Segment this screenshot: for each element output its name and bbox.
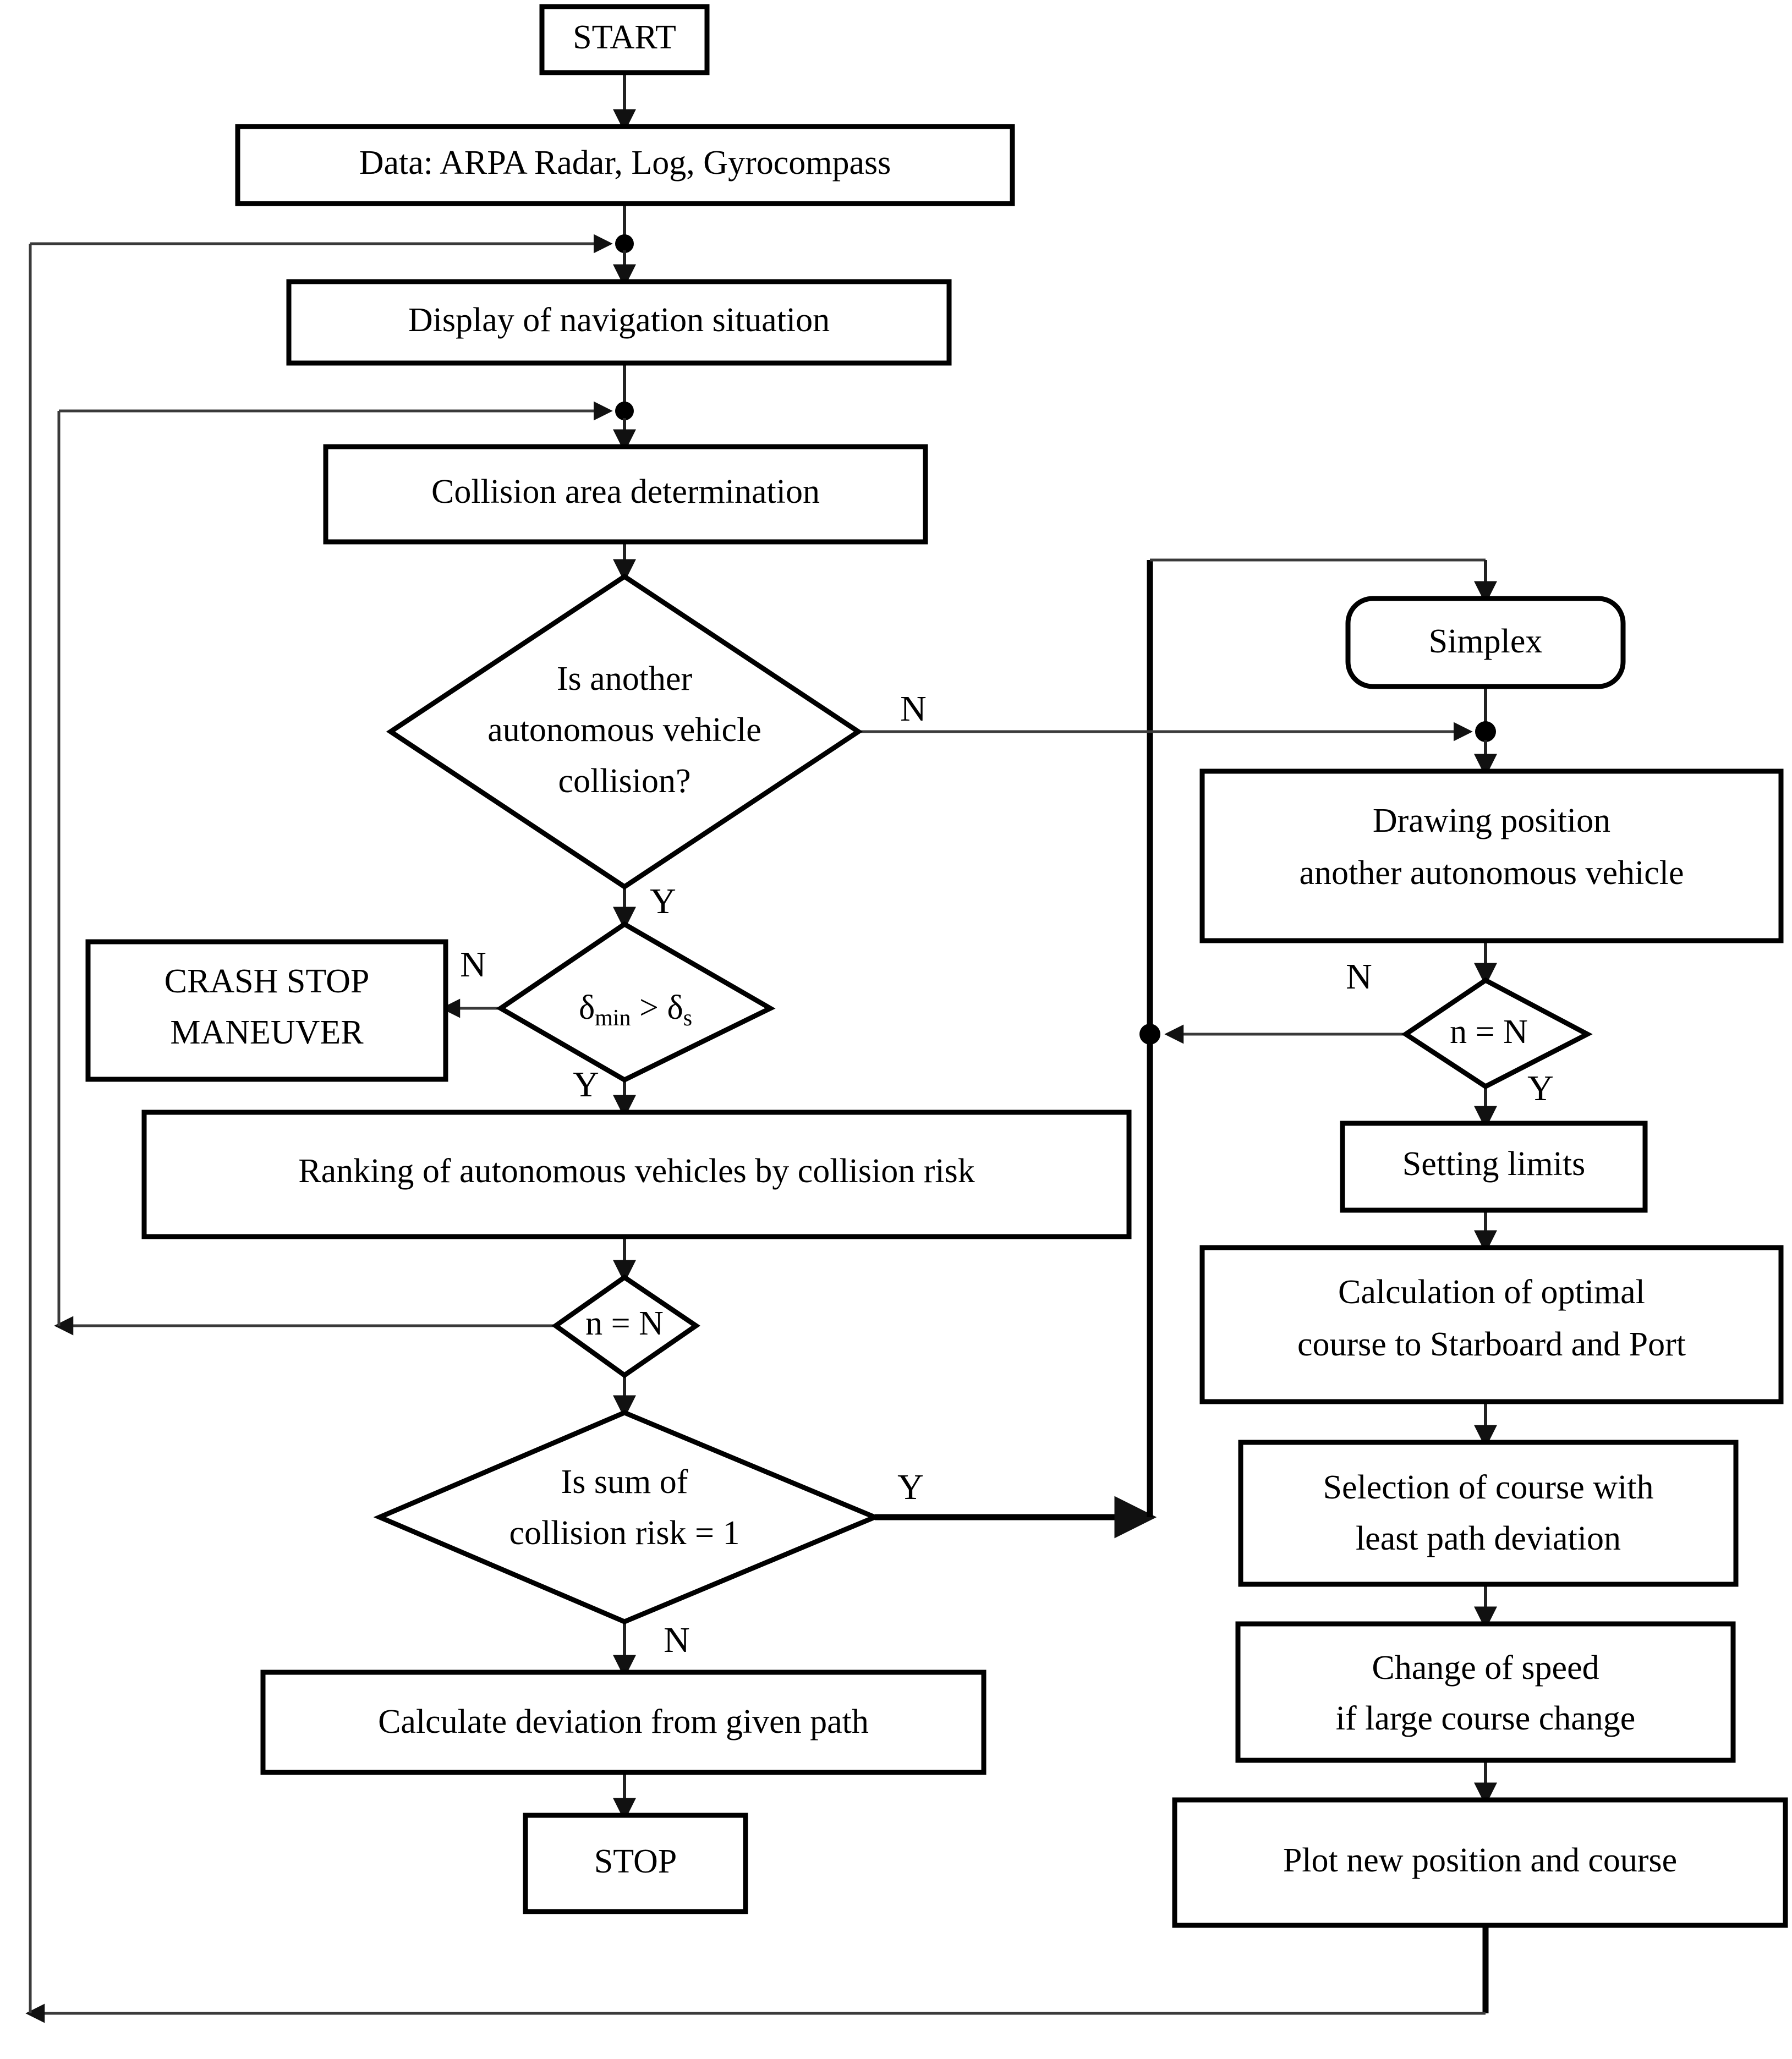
node-simplex[interactable]: Simplex [1345, 596, 1626, 689]
node-display-nav-box[interactable] [286, 279, 952, 366]
node-selection-course-line1: Selection of course with [1323, 1469, 1654, 1506]
node-calc-optimal[interactable]: Calculation of optimal course to Starboa… [1199, 1245, 1784, 1404]
node-data-sources[interactable]: Data: ARPA Radar, Log, Gyrocompass [235, 124, 1015, 206]
node-calc-optimal-line2: course to Starboard and Port [1297, 1326, 1686, 1363]
node-selection-course[interactable]: Selection of course with least path devi… [1238, 1440, 1739, 1587]
node-sum-risk-line2: collision risk = 1 [509, 1514, 739, 1552]
node-plot-new[interactable]: Plot new position and course [1172, 1797, 1788, 1928]
branch-label-delta-yes: Y [573, 1064, 599, 1105]
node-calc-optimal-box[interactable] [1199, 1245, 1784, 1404]
node-crash-stop[interactable]: CRASH STOP MANEUVER [85, 939, 448, 1082]
junction-dot-middle-bus [1139, 1024, 1160, 1045]
node-delta-check[interactable]: δmin > δs [496, 921, 776, 1083]
node-setting-limits-box[interactable] [1340, 1121, 1648, 1213]
node-plot-new-box[interactable] [1172, 1797, 1788, 1928]
node-start[interactable]: START [539, 4, 710, 75]
node-stop-label: STOP [594, 1843, 677, 1880]
node-change-speed-box[interactable] [1235, 1621, 1736, 1763]
node-data-sources-label: Data: ARPA Radar, Log, Gyrocompass [359, 144, 891, 182]
branch-label-collision-no: N [900, 689, 927, 729]
branch-label-delta-no: N [460, 945, 486, 985]
node-ranking[interactable]: Ranking of autonomous vehicles by collis… [141, 1110, 1132, 1239]
node-q1-line3: collision? [558, 762, 691, 800]
node-start-box[interactable] [539, 4, 710, 75]
node-setting-limits[interactable]: Setting limits [1340, 1121, 1648, 1213]
node-delta-check-shape[interactable] [496, 921, 776, 1083]
node-change-speed-line2: if large course change [1336, 1700, 1636, 1737]
branch-label-sum-no: N [664, 1620, 690, 1660]
node-q1-line2: autonomous vehicle [487, 711, 761, 749]
node-simplex-box[interactable] [1345, 596, 1626, 689]
node-drawing-position-box[interactable] [1199, 768, 1784, 943]
node-start-label: START [573, 19, 676, 56]
node-calc-deviation-box[interactable] [260, 1670, 987, 1775]
node-n-eq-N-left-shape[interactable] [551, 1274, 700, 1379]
node-calc-deviation-label: Calculate deviation from given path [378, 1703, 869, 1740]
node-data-sources-box[interactable] [235, 124, 1015, 206]
node-collision-area[interactable]: Collision area determination [323, 444, 928, 545]
branch-label-right-n-yes: Y [1527, 1068, 1554, 1108]
node-calc-deviation[interactable]: Calculate deviation from given path [260, 1670, 987, 1775]
node-display-nav[interactable]: Display of navigation situation [286, 279, 952, 366]
node-stop-box[interactable] [523, 1813, 748, 1914]
node-display-nav-label: Display of navigation situation [408, 301, 830, 339]
node-drawing-position[interactable]: Drawing position another autonomous vehi… [1199, 768, 1784, 943]
branch-label-collision-yes: Y [650, 881, 676, 921]
node-collision-area-label: Collision area determination [431, 473, 820, 510]
node-crash-stop-line2: MANEUVER [170, 1014, 364, 1051]
node-crash-stop-box[interactable] [85, 939, 448, 1082]
node-another-vehicle-collision[interactable]: Is another autonomous vehicle collision? [386, 573, 863, 890]
node-collision-area-box[interactable] [323, 444, 928, 545]
node-calc-optimal-line1: Calculation of optimal [1338, 1273, 1645, 1311]
junction-dot-drawing [1475, 721, 1496, 742]
node-n-eq-N-left[interactable]: n = N [551, 1274, 700, 1379]
node-another-vehicle-collision-shape[interactable] [386, 573, 863, 890]
node-setting-limits-label: Setting limits [1402, 1145, 1585, 1183]
node-selection-course-box[interactable] [1238, 1440, 1739, 1587]
node-drawing-position-line1: Drawing position [1373, 802, 1610, 839]
node-change-speed-line1: Change of speed [1372, 1649, 1599, 1687]
node-plot-new-label: Plot new position and course [1283, 1842, 1677, 1879]
junction-dot-collision [615, 402, 634, 420]
node-delta-check-label: δmin > δs [579, 989, 692, 1030]
node-change-speed[interactable]: Change of speed if large course change [1235, 1621, 1736, 1763]
branch-label-right-n-no: N [1346, 957, 1372, 997]
junction-dot-display [615, 234, 634, 253]
node-ranking-label: Ranking of autonomous vehicles by collis… [298, 1152, 975, 1190]
node-drawing-position-line2: another autonomous vehicle [1299, 854, 1684, 892]
branch-label-sum-yes: Y [897, 1467, 924, 1507]
node-n-eq-N-left-label: n = N [585, 1305, 664, 1342]
node-n-eq-N-right-label: n = N [1450, 1013, 1528, 1051]
node-sum-risk-shape[interactable] [373, 1410, 881, 1624]
node-n-eq-N-right[interactable]: n = N [1401, 977, 1593, 1090]
node-ranking-box[interactable] [141, 1110, 1132, 1239]
node-n-eq-N-right-shape[interactable] [1401, 977, 1593, 1090]
node-stop[interactable]: STOP [523, 1813, 748, 1914]
node-crash-stop-line1: CRASH STOP [165, 963, 370, 1000]
node-q1-line1: Is another [557, 660, 693, 698]
node-sum-risk-line1: Is sum of [561, 1463, 688, 1501]
node-sum-risk[interactable]: Is sum of collision risk = 1 [373, 1410, 881, 1624]
node-selection-course-line2: least path deviation [1356, 1520, 1621, 1557]
node-simplex-label: Simplex [1429, 623, 1543, 660]
